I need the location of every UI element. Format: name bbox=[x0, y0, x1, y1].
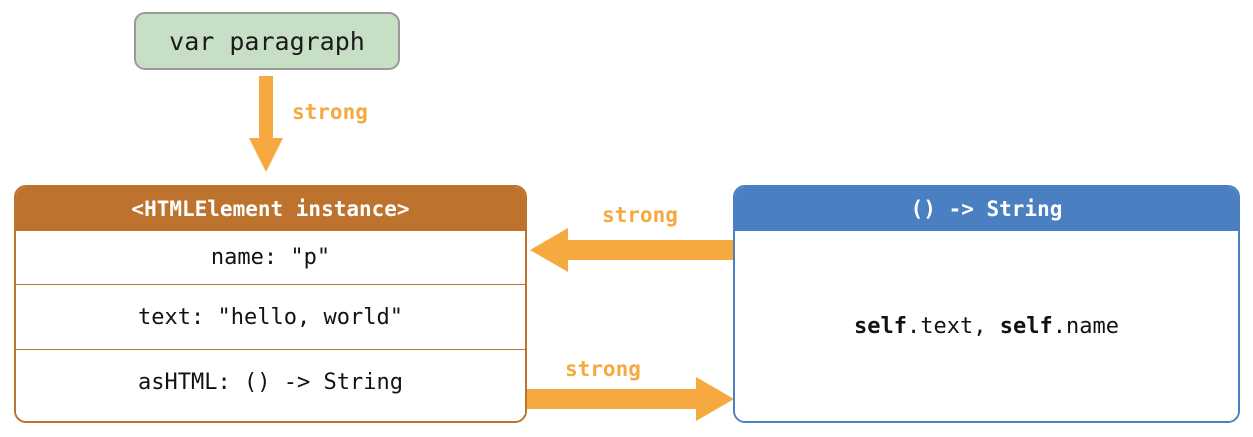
instance-header: <HTMLElement instance> bbox=[16, 187, 525, 231]
arrow-label-instance-to-closure: strong bbox=[565, 357, 641, 381]
arrow-closure-to-instance bbox=[530, 228, 736, 272]
instance-row-name: name: "p" bbox=[16, 231, 525, 284]
closure-body: self.text, self.name bbox=[735, 231, 1238, 421]
variable-box: var paragraph bbox=[134, 12, 400, 70]
closure-header: () -> String bbox=[735, 187, 1238, 231]
variable-label: var paragraph bbox=[169, 26, 365, 56]
instance-row-ashtml: asHTML: () -> String bbox=[16, 349, 525, 414]
closure-capture-list: self.text, self.name bbox=[854, 313, 1119, 339]
arrow-variable-to-instance bbox=[249, 76, 283, 172]
instance-row-text: text: "hello, world" bbox=[16, 284, 525, 349]
arrow-label-closure-to-instance: strong bbox=[602, 203, 678, 227]
instance-box: <HTMLElement instance> name: "p" text: "… bbox=[14, 185, 527, 423]
closure-box: () -> String self.text, self.name bbox=[733, 185, 1240, 423]
arrow-instance-to-closure bbox=[527, 377, 734, 421]
arrow-label-variable-to-instance: strong bbox=[292, 100, 368, 124]
